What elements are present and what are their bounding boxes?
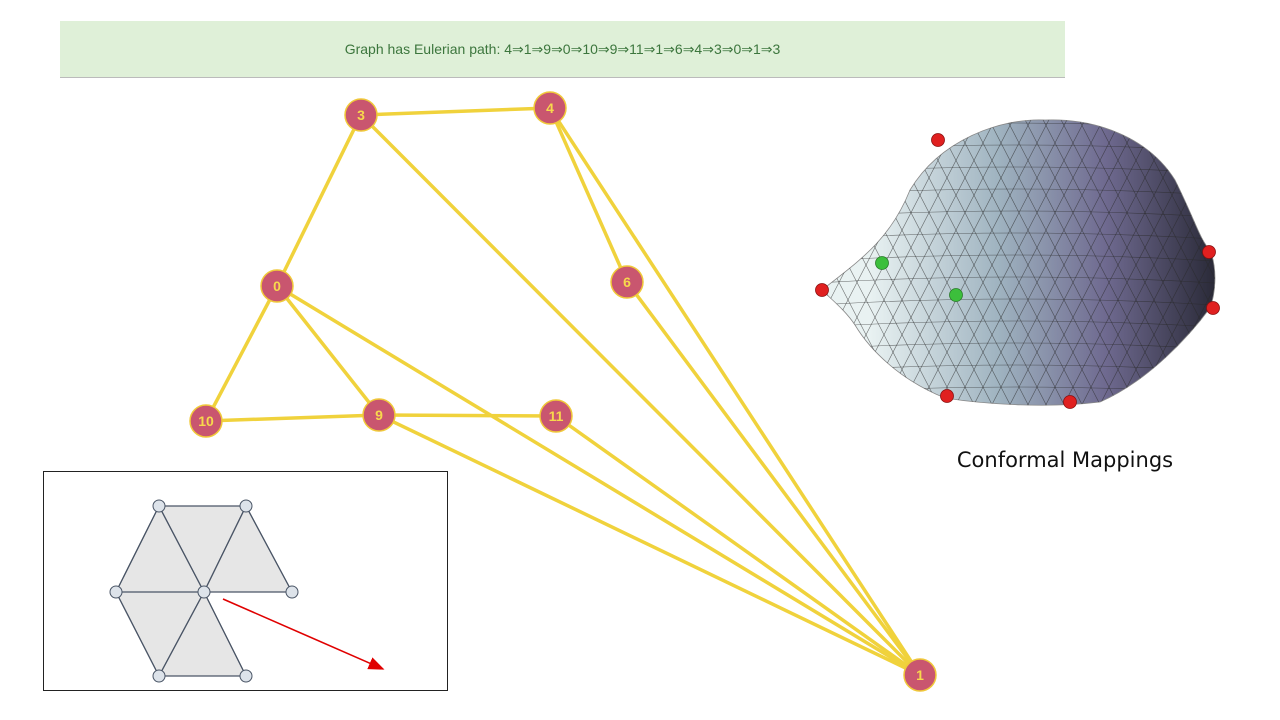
conformal-surface-figure (800, 110, 1230, 420)
edge-0-1 (276, 284, 921, 677)
edge-9-11 (378, 413, 557, 418)
edge-9-0 (275, 284, 381, 417)
node-10[interactable]: 10 (189, 404, 223, 438)
surface-grid-line (822, 119, 857, 406)
mesh-inset-panel (43, 471, 448, 691)
edge-4-3 (360, 106, 551, 117)
surface-markers (815, 133, 1220, 409)
surface-grid-line (822, 119, 839, 406)
triangle-mesh-figure (109, 499, 385, 683)
surface-grid-line (822, 276, 1215, 285)
boundary-marker (1206, 301, 1220, 315)
boundary-marker (931, 133, 945, 147)
mesh-vertex (152, 499, 166, 513)
node-label: 4 (546, 100, 554, 116)
mesh-edge (158, 505, 205, 593)
surface-grid-line (947, 119, 1109, 406)
node-circle (260, 269, 294, 303)
eulerian-path-text: Graph has Eulerian path: 4⇒1⇒9⇒0⇒10⇒9⇒11… (344, 40, 781, 57)
boundary-marker (1202, 245, 1216, 259)
surface-grid-line (983, 119, 1145, 406)
node-label: 3 (357, 107, 365, 123)
node-label: 6 (623, 274, 631, 290)
mesh-vertices (109, 499, 299, 683)
mesh-edge (203, 591, 247, 677)
edge-11-1 (554, 414, 922, 677)
node-circle (903, 658, 937, 692)
mesh-edge (245, 505, 293, 593)
node-4[interactable]: 4 (533, 91, 567, 125)
surface-grid-line (929, 119, 1091, 406)
node-1[interactable]: 1 (903, 658, 937, 692)
edge-3-0 (275, 114, 363, 287)
surface-grid-line (875, 119, 1037, 406)
interior-marker (949, 288, 963, 302)
mesh-edge (203, 505, 247, 593)
edge-1-6 (625, 280, 922, 677)
surface-grid-line (822, 320, 1215, 329)
surface-grid-line (800, 110, 802, 420)
surface-grid-line (800, 409, 1230, 416)
surface-grid-line (1218, 110, 1230, 420)
mesh-vertex (152, 669, 166, 683)
interior-marker (875, 256, 889, 270)
mesh-edge (115, 505, 160, 593)
mesh-edge (158, 591, 205, 677)
edge-4-1 (548, 107, 922, 676)
graph-edges (204, 106, 922, 677)
surface-grid-line (822, 119, 839, 406)
node-label: 10 (198, 413, 214, 429)
node-11[interactable]: 11 (539, 399, 573, 433)
node-circle (539, 399, 573, 433)
edge-1-3 (359, 113, 922, 677)
edge-10-9 (205, 413, 380, 423)
node-3[interactable]: 3 (344, 98, 378, 132)
node-label: 11 (549, 408, 564, 424)
mesh-vertex (109, 585, 123, 599)
edge-0-10 (204, 285, 279, 422)
surface-grid-line (1001, 119, 1163, 406)
node-circle (189, 404, 223, 438)
boundary-marker (815, 283, 829, 297)
surface-grid-line (1091, 119, 1215, 406)
node-circle (362, 398, 396, 432)
node-circle (533, 91, 567, 125)
boundary-marker (940, 389, 954, 403)
edge-6-4 (548, 107, 629, 283)
mesh-vertex (239, 499, 253, 513)
conformal-mappings-caption: Conformal Mappings (956, 448, 1174, 472)
mesh-edges (115, 505, 293, 677)
mesh-vertex (239, 669, 253, 683)
node-9[interactable]: 9 (362, 398, 396, 432)
surface-grid-line (800, 110, 820, 420)
surface-grid-line (965, 119, 1127, 406)
node-label: 1 (916, 667, 924, 683)
surface-grid-line (1109, 119, 1215, 406)
surface-grid-line (911, 119, 1073, 406)
surface-grid-line (1019, 119, 1181, 406)
boundary-marker (1063, 395, 1077, 409)
node-0[interactable]: 0 (260, 269, 294, 303)
direction-arrow (222, 598, 385, 670)
status-banner: Graph has Eulerian path: 4⇒1⇒9⇒0⇒10⇒9⇒11… (60, 21, 1065, 78)
mesh-vertex (285, 585, 299, 599)
mesh-edge (115, 591, 160, 677)
surface-grid-line (1218, 110, 1230, 420)
node-6[interactable]: 6 (610, 265, 644, 299)
surface-grid-line (893, 119, 1055, 406)
mesh-vertex (197, 585, 211, 599)
mesh-triangles (115, 504, 293, 678)
surface-grid-line (822, 298, 1215, 307)
edge-1-9 (378, 413, 921, 677)
surface-grid-line (800, 110, 820, 420)
node-circle (610, 265, 644, 299)
node-label: 9 (375, 407, 383, 423)
node-circle (344, 98, 378, 132)
surface-grid-line (800, 110, 802, 420)
surface-grid-line (822, 119, 857, 406)
node-label: 0 (273, 278, 281, 294)
